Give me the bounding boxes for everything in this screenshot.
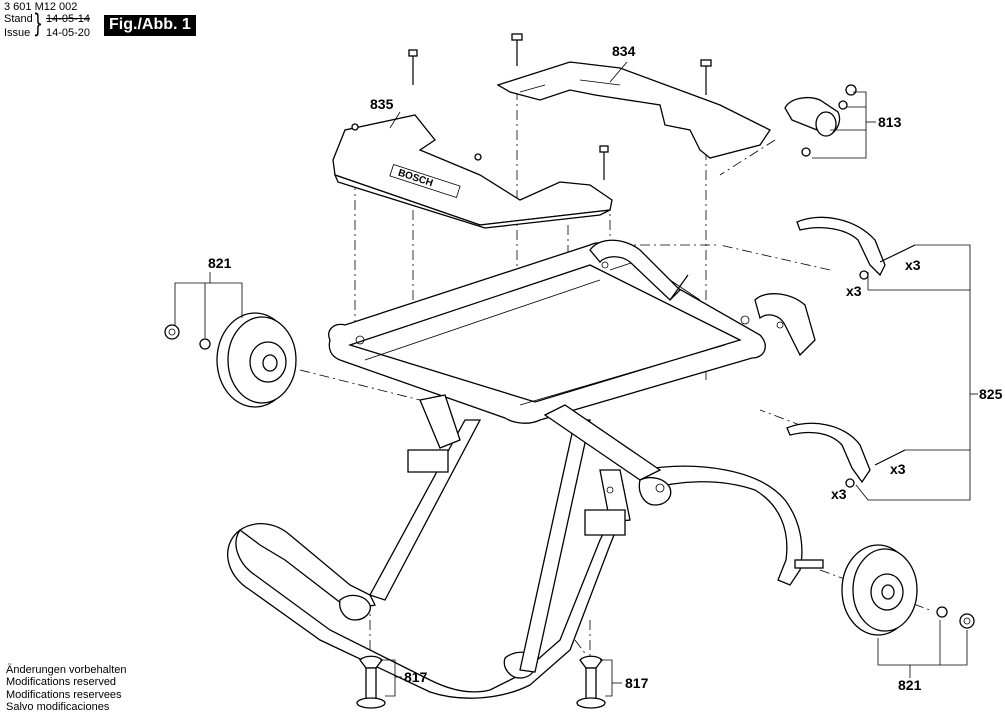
quantity-x3-screw-upper: x3 <box>905 257 921 273</box>
plate-834 <box>496 33 771 159</box>
callout-834: 834 <box>612 43 636 59</box>
disclaimer-line-es: Salvo modificaciones <box>6 701 110 714</box>
stand-label: Stand <box>4 13 33 25</box>
foot-817-left <box>356 655 386 709</box>
callout-835: 835 <box>370 96 394 112</box>
bracket-825-lower <box>786 422 906 488</box>
quantity-x3-nut-lower: x3 <box>831 486 847 502</box>
date-brace: } <box>33 9 43 39</box>
wheel-821-left <box>164 312 297 408</box>
quantity-x3-nut-upper: x3 <box>846 283 862 299</box>
axle <box>794 559 824 569</box>
foot-817-right <box>576 655 606 709</box>
disclaimer-block: Änderungen vorbehalten Modifications res… <box>6 664 126 714</box>
quantity-x3-screw-lower: x3 <box>890 461 906 477</box>
callout-821-right: 821 <box>898 677 922 693</box>
leader-lines <box>174 61 978 697</box>
knob-813 <box>784 84 857 157</box>
plate-835: BOSCH <box>332 49 613 229</box>
stand-date: 14-05-14 <box>46 13 91 25</box>
callout-821-left: 821 <box>208 255 232 271</box>
disclaimer-line-fr: Modifications reservees <box>6 688 122 701</box>
callout-817-right: 817 <box>625 675 649 691</box>
disclaimer-line-de: Änderungen vorbehalten <box>6 664 127 676</box>
document-number: 3 601 M12 002 <box>4 1 78 13</box>
issue-date: 14-05-20 <box>46 27 91 39</box>
callout-813: 813 <box>878 114 902 130</box>
bracket-825-upper <box>796 216 916 280</box>
issue-label: Issue <box>4 27 31 39</box>
callout-817-left: 817 <box>404 669 428 685</box>
stand-frame <box>227 239 824 699</box>
disclaimer-line-en: Modifications reserved <box>6 676 117 689</box>
callout-825: 825 <box>979 386 1003 402</box>
figure-label: Fig./Abb. 1 <box>104 15 196 36</box>
wheel-821-right <box>841 544 975 636</box>
